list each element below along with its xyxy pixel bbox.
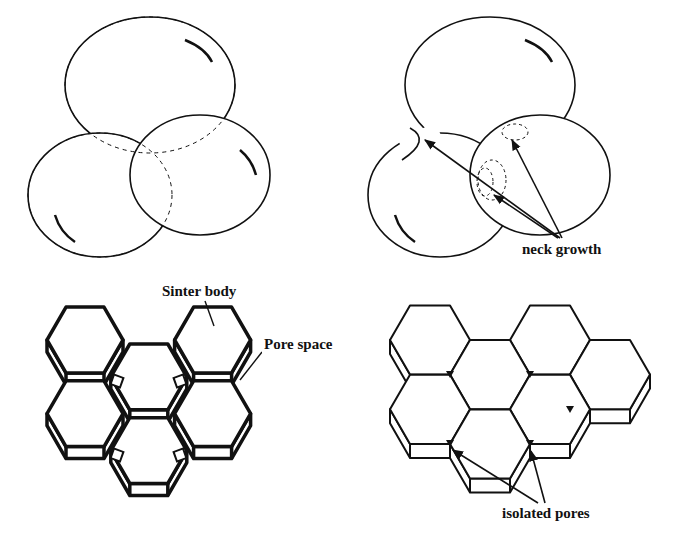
isolated-pore-marks [446, 371, 574, 447]
callout-label: Sinter body [160, 282, 238, 300]
sinter-body-cells [47, 307, 251, 495]
callout-label: isolated pores [500, 504, 592, 522]
pore-arrows [453, 450, 545, 503]
callout-label: neck growth [520, 240, 603, 258]
necked-particles [368, 17, 610, 257]
callout-label: Pore space [262, 335, 334, 353]
neck-arrows [425, 140, 562, 238]
dense-cells [390, 305, 650, 492]
loose-particles [28, 17, 270, 257]
leader-lines [205, 301, 262, 380]
pore-squares [111, 375, 187, 462]
